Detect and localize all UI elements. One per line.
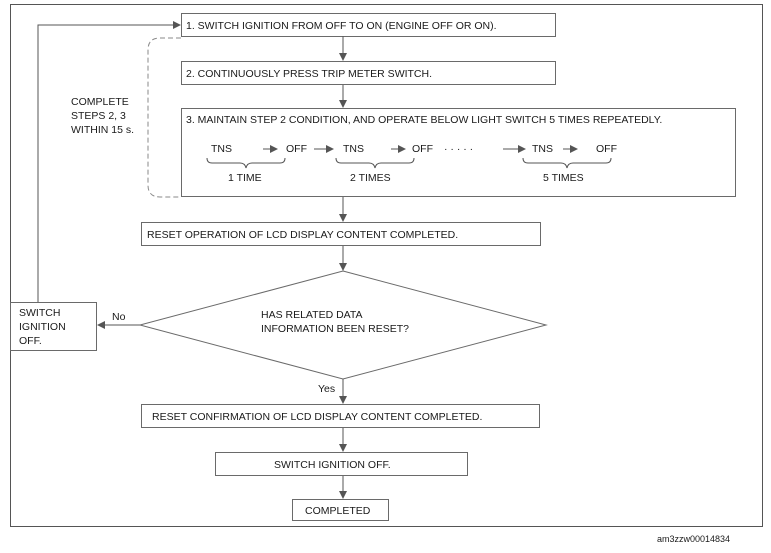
loop-back-line bbox=[37, 21, 181, 302]
step1-box bbox=[181, 13, 556, 37]
tns-label-1: TNS bbox=[211, 143, 232, 155]
switch-off-left-line3: OFF. bbox=[19, 335, 42, 347]
completed-text: COMPLETED bbox=[305, 505, 371, 517]
brace-3 bbox=[522, 157, 612, 169]
off-label-2: OFF bbox=[412, 143, 433, 155]
complete-note-line3: WITHIN 15 s. bbox=[71, 124, 134, 136]
complete-note-line2: STEPS 2, 3 bbox=[71, 110, 126, 122]
decision-line1: HAS RELATED DATA bbox=[261, 309, 363, 321]
step3-text: 3. MAINTAIN STEP 2 CONDITION, AND OPERAT… bbox=[186, 114, 662, 126]
switch-off-left-line1: SWITCH bbox=[19, 307, 60, 319]
count-1-time: 1 TIME bbox=[228, 172, 262, 184]
off-label-3: OFF bbox=[596, 143, 617, 155]
reset-confirmation-box bbox=[141, 404, 540, 428]
step2-box bbox=[181, 61, 556, 85]
brace-2 bbox=[335, 157, 415, 169]
switch-off-text: SWITCH IGNITION OFF. bbox=[274, 459, 391, 471]
switch-off-left-box bbox=[10, 302, 97, 351]
tns-label-2: TNS bbox=[343, 143, 364, 155]
yes-label: Yes bbox=[318, 383, 335, 395]
count-2-times: 2 TIMES bbox=[350, 172, 391, 184]
diagram-frame bbox=[10, 4, 763, 527]
switch-off-box bbox=[215, 452, 468, 476]
reset-operation-text: RESET OPERATION OF LCD DISPLAY CONTENT C… bbox=[147, 229, 458, 241]
light-switch-sequence: TNS OFF TNS OFF · · · · · TNS OFF 1 TIME… bbox=[206, 143, 617, 184]
brace-1 bbox=[206, 157, 286, 169]
off-label-1: OFF bbox=[286, 143, 307, 155]
no-label: No bbox=[112, 311, 126, 323]
ellipsis: · · · · · bbox=[444, 143, 473, 155]
complete-note-line1: COMPLETE bbox=[71, 96, 129, 108]
tns-label-3: TNS bbox=[532, 143, 553, 155]
count-5-times: 5 TIMES bbox=[543, 172, 584, 184]
reset-confirmation-text: RESET CONFIRMATION OF LCD DISPLAY CONTEN… bbox=[152, 411, 482, 423]
decision-line2: INFORMATION BEEN RESET? bbox=[261, 323, 409, 335]
step1-text: 1. SWITCH IGNITION FROM OFF TO ON (ENGIN… bbox=[186, 20, 497, 32]
completed-box bbox=[292, 499, 389, 521]
time-limit-bracket bbox=[147, 37, 181, 198]
figure-id: am3zzw00014834 bbox=[657, 534, 730, 544]
reset-operation-box bbox=[141, 222, 541, 246]
switch-off-left-line2: IGNITION bbox=[19, 321, 66, 333]
step2-text: 2. CONTINUOUSLY PRESS TRIP METER SWITCH. bbox=[186, 68, 432, 80]
